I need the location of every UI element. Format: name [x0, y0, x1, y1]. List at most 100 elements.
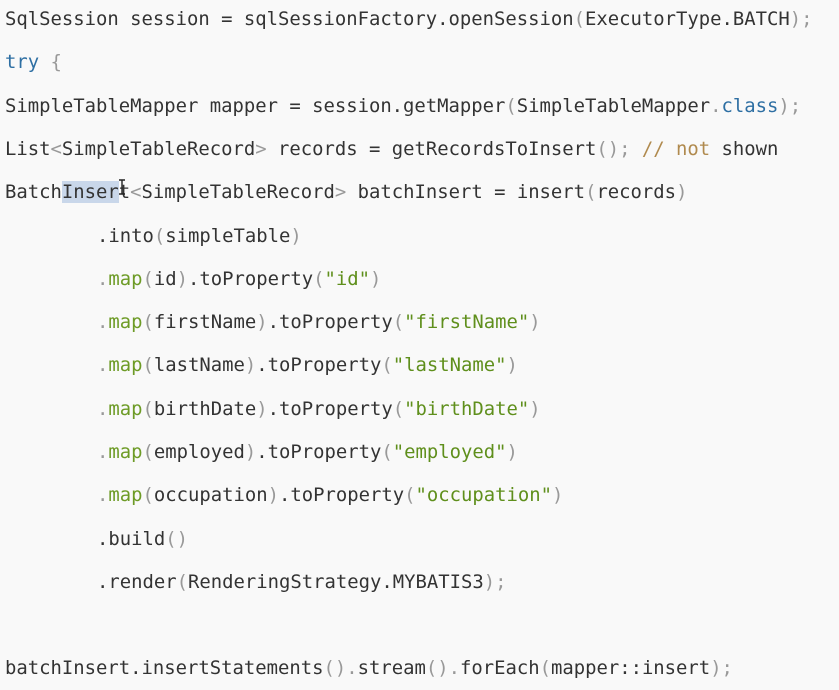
code-token: map: [108, 268, 143, 290]
code-token: (: [539, 657, 551, 679]
code-token: .into: [97, 225, 154, 247]
code-token: map: [108, 484, 143, 506]
code-token: .toProperty: [267, 398, 393, 420]
code-token: map: [108, 354, 143, 376]
code-token: SimpleTableMapper mapper = session.getMa…: [5, 95, 506, 117]
code-token: SimpleTableRecord: [61, 138, 256, 160]
code-token: "occupation": [415, 484, 552, 506]
code-token: .toProperty: [278, 484, 405, 506]
code-token: stream: [357, 657, 426, 679]
code-line: .map(employed).toProperty("employed"): [97, 441, 518, 463]
code-token: .: [97, 311, 109, 333]
code-token: (: [142, 311, 154, 333]
code-token: try: [5, 51, 40, 73]
code-token: ): [256, 311, 268, 333]
code-token: .: [710, 95, 722, 117]
code-token: SimpleTableMapper: [516, 95, 711, 117]
code-token: Batch: [5, 181, 62, 203]
code-token: {: [39, 51, 62, 73]
code-token: batchInsert = insert: [346, 181, 586, 203]
selected-text: Inser: [61, 181, 119, 203]
code-line: SqlSession session = sqlSessionFactory.o…: [5, 8, 813, 30]
code-token: ): [676, 181, 688, 203]
code-token: ): [369, 268, 382, 290]
code-token: ): [244, 354, 257, 376]
code-line: .map(id).toProperty("id"): [97, 268, 381, 290]
code-token: map: [108, 441, 143, 463]
code-token: >: [334, 181, 347, 203]
code-token: .: [97, 354, 109, 376]
code-token: ): [244, 441, 257, 463]
code-line: try {: [5, 51, 62, 73]
code-token: (: [381, 441, 393, 463]
code-token: ): [176, 268, 188, 290]
code-token: ): [506, 441, 518, 463]
code-token: .toProperty: [267, 311, 393, 333]
code-token: batchInsert.insertStatements: [5, 657, 324, 679]
code-token: .: [97, 441, 109, 463]
code-token: List: [5, 138, 51, 160]
code-token: id: [153, 268, 177, 290]
code-token: <: [50, 138, 62, 160]
code-token: RenderingStrategy.MYBATIS3: [188, 571, 484, 593]
code-line: BatchInsert<SimpleTableRecord> batchInse…: [5, 181, 687, 203]
code-token: lastName: [153, 354, 245, 376]
code-token: records: [596, 181, 677, 203]
code-line: .map(occupation).toProperty("occupation"…: [97, 484, 563, 506]
code-token: .toProperty: [256, 354, 382, 376]
code-line: .build(): [97, 528, 188, 550]
code-token: forEach: [459, 657, 540, 679]
code-token: employed: [153, 441, 245, 463]
code-token: "employed": [392, 441, 507, 463]
code-token: t: [118, 181, 131, 203]
code-token: // not: [630, 138, 711, 160]
code-token: (: [392, 311, 405, 333]
code-token: >: [255, 138, 267, 160]
code-token: "lastName": [392, 354, 507, 376]
code-token: );: [710, 657, 733, 679]
code-token: (: [176, 571, 188, 593]
code-token: .: [97, 398, 109, 420]
code-token: );: [778, 95, 802, 117]
code-token: .toProperty: [256, 441, 382, 463]
code-line: .into(simpleTable): [97, 225, 302, 247]
code-token: ): [529, 311, 541, 333]
code-token: );: [483, 571, 507, 593]
code-token: ): [267, 484, 279, 506]
code-line: .map(lastName).toProperty("lastName"): [97, 354, 518, 376]
code-token: ().: [425, 657, 460, 679]
code-token: firstName: [153, 311, 257, 333]
code-token: (: [142, 484, 154, 506]
code-token: ): [506, 354, 518, 376]
code-token: ): [256, 398, 268, 420]
code-token: (: [505, 95, 517, 117]
code-token: simpleTable: [165, 225, 291, 247]
code-token: mapper::insert: [550, 657, 711, 679]
code-token: .: [97, 268, 109, 290]
code-token: .build: [97, 528, 166, 550]
code-token: .: [97, 484, 109, 506]
code-token: ();: [596, 138, 631, 160]
text-cursor-ibeam-icon: [118, 178, 126, 195]
code-line: batchInsert.insertStatements().stream().…: [5, 657, 733, 679]
code-line: .map(birthDate).toProperty("birthDate"): [97, 398, 541, 420]
code-token: birthDate: [153, 398, 257, 420]
code-token: "id": [324, 268, 370, 290]
code-token: map: [108, 398, 143, 420]
code-token: occupation: [153, 484, 268, 506]
code-token: ): [529, 398, 541, 420]
code-token: (: [392, 398, 405, 420]
code-token: SqlSession session = sqlSessionFactory.o…: [5, 8, 574, 30]
code-token: (): [165, 528, 188, 550]
code-token: .toProperty: [188, 268, 314, 290]
code-token: (: [153, 225, 166, 247]
code-token: records = getRecordsToInsert: [266, 138, 597, 160]
code-token: (: [404, 484, 416, 506]
code-token: .render: [97, 571, 177, 593]
code-token: (: [142, 268, 154, 290]
code-line: .render(RenderingStrategy.MYBATIS3);: [97, 571, 506, 593]
code-token: (: [142, 398, 154, 420]
code-token: "birthDate": [404, 398, 530, 420]
code-token: map: [108, 311, 143, 333]
code-token: );: [789, 8, 813, 30]
